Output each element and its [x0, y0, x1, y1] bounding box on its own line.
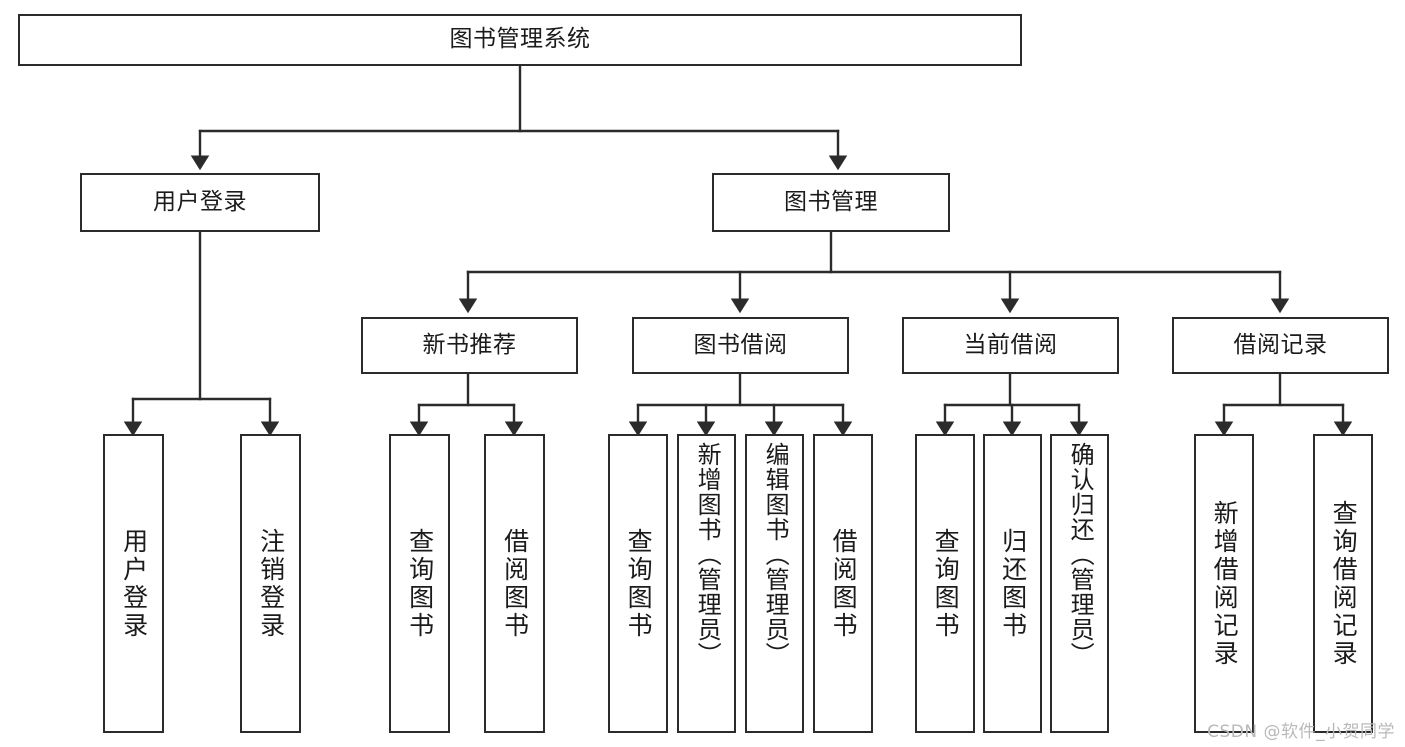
node-book-manage[interactable]: 图书管理: [712, 173, 950, 232]
leaf-query-book-borrow-label: 查询图书: [624, 527, 654, 640]
node-root-system-label: 图书管理系统: [449, 26, 591, 53]
node-book-manage-label: 图书管理: [784, 188, 878, 215]
leaf-query-book-current[interactable]: 查询图书: [915, 434, 975, 733]
node-user-login[interactable]: 用户登录: [80, 173, 320, 232]
node-borrow-record-label: 借阅记录: [1233, 331, 1328, 358]
leaf-query-book-borrow[interactable]: 查询图书: [608, 434, 668, 733]
leaf-borrow-book-newbook[interactable]: 借阅图书: [484, 434, 545, 733]
leaf-confirm-return-admin-label: 确认归还（管理员）: [1066, 442, 1095, 667]
node-new-book-recommend[interactable]: 新书推荐: [361, 317, 578, 374]
leaf-return-book-label: 归还图书: [998, 527, 1028, 640]
leaf-edit-book-admin-label: 编辑图书（管理员）: [761, 442, 790, 667]
leaf-return-book[interactable]: 归还图书: [983, 434, 1042, 733]
leaf-borrow-book-borrow-label: 借阅图书: [829, 527, 859, 640]
leaf-query-book-newbook-label: 查询图书: [405, 527, 435, 640]
leaf-query-borrow-record-label: 查询借阅记录: [1329, 499, 1359, 668]
leaf-borrow-book-borrow[interactable]: 借阅图书: [813, 434, 873, 733]
leaf-edit-book-admin[interactable]: 编辑图书（管理员）: [745, 434, 804, 733]
leaf-query-book-newbook[interactable]: 查询图书: [389, 434, 450, 733]
leaf-logout[interactable]: 注销登录: [240, 434, 301, 733]
leaf-user-login[interactable]: 用户登录: [103, 434, 164, 733]
leaf-confirm-return-admin[interactable]: 确认归还（管理员）: [1050, 434, 1109, 733]
leaf-borrow-book-newbook-label: 借阅图书: [500, 527, 530, 640]
node-root-system[interactable]: 图书管理系统: [18, 14, 1022, 66]
leaf-add-borrow-record-label: 新增借阅记录: [1210, 499, 1240, 668]
node-current-borrow[interactable]: 当前借阅: [902, 317, 1119, 374]
watermark-text: CSDN @软件_小贺同学: [1207, 722, 1395, 742]
leaf-add-borrow-record[interactable]: 新增借阅记录: [1194, 434, 1254, 733]
leaf-query-book-current-label: 查询图书: [931, 527, 961, 640]
leaf-query-borrow-record[interactable]: 查询借阅记录: [1313, 434, 1373, 733]
node-book-borrow-label: 图书借阅: [693, 331, 788, 358]
node-borrow-record[interactable]: 借阅记录: [1172, 317, 1389, 374]
node-book-borrow[interactable]: 图书借阅: [632, 317, 849, 374]
leaf-add-book-admin[interactable]: 新增图书（管理员）: [677, 434, 736, 733]
node-user-login-label: 用户登录: [153, 188, 247, 215]
leaf-user-login-label: 用户登录: [119, 527, 149, 640]
node-current-borrow-label: 当前借阅: [963, 331, 1058, 358]
leaf-logout-label: 注销登录: [256, 527, 286, 640]
node-new-book-recommend-label: 新书推荐: [422, 331, 517, 358]
leaf-add-book-admin-label: 新增图书（管理员）: [693, 442, 722, 667]
